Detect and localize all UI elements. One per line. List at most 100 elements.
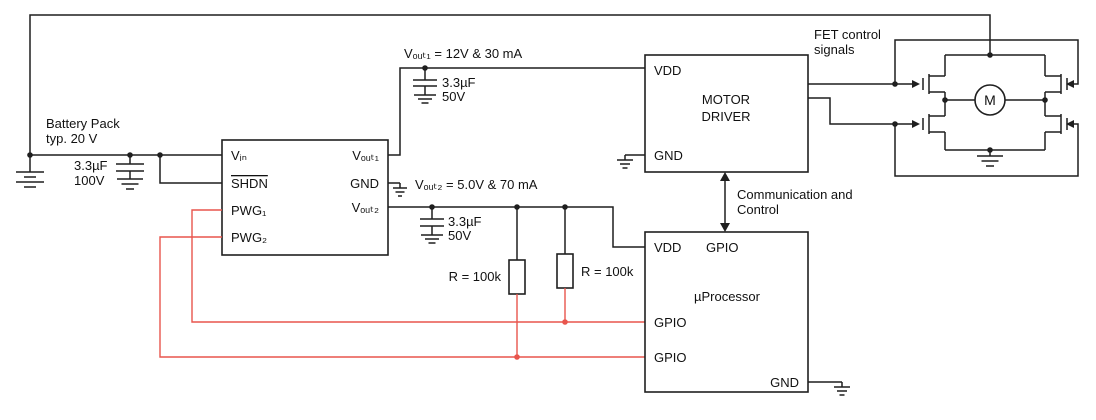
resistor2-label: R = 100k [581, 264, 634, 279]
ground-symbol [414, 94, 436, 104]
arrow-up-icon [720, 172, 730, 181]
arrow-down-icon [720, 223, 730, 232]
ground-lead [388, 182, 401, 188]
supply-rail-wire [29, 14, 991, 155]
uprocessor-name: µProcessor [694, 289, 761, 304]
junction-dot [127, 152, 133, 158]
vout1-rail-label: Vₒᵤₜ₁ = 12V & 30 mA [404, 46, 523, 61]
mosfet-lower-left-icon [922, 114, 945, 134]
ground-lead [624, 154, 645, 160]
ground-symbol [834, 386, 850, 396]
uprocessor-block [644, 231, 809, 393]
regulator-pin-vout2: Vₒᵤₜ₂ [352, 200, 379, 215]
resistor-body [556, 253, 574, 289]
vout2-capacitor [420, 207, 444, 244]
fet-control-wiring [808, 39, 1079, 177]
junction-dot [987, 52, 993, 58]
battery-symbol [16, 155, 44, 188]
junction-dot [27, 152, 33, 158]
motor-symbol [974, 84, 1006, 116]
junction-dot [429, 204, 435, 210]
gate-arrow-icon [912, 80, 920, 88]
junction-dot [514, 204, 520, 210]
comm-label-line1: Communication and [737, 187, 853, 202]
regulator-pin-vout1: Vₒᵤₜ₁ [352, 148, 379, 163]
pullup-resistor-1 [508, 207, 526, 357]
ground-symbol [977, 155, 1003, 167]
junction-dot [892, 81, 898, 87]
vout2-rail-wire [388, 206, 645, 248]
capacitor-symbol [413, 68, 437, 95]
vout1-cap-value: 3.3µF [442, 75, 476, 90]
uprocessor-pin-gnd: GND [770, 375, 799, 390]
vout1-rail-wire [388, 67, 645, 156]
gate-signal-a-route [894, 39, 1079, 85]
motor-label: M [984, 92, 996, 108]
input-capacitor [116, 155, 144, 190]
regulator-ground [388, 182, 407, 197]
mosfet-upper-right-icon [1045, 74, 1068, 94]
junction-dot [157, 152, 163, 158]
top-supply-rail [29, 14, 991, 155]
vout2-rail-label: Vₒᵤₜ₂ = 5.0V & 70 mA [415, 177, 538, 192]
battery-label-line1: Battery Pack [46, 116, 120, 131]
gate-signal-b-wire [808, 97, 912, 125]
regulator-pin-gnd: GND [350, 176, 379, 191]
gate-arrow-icon [1066, 120, 1074, 128]
h-bridge [922, 54, 1068, 167]
vout1-capacitor [413, 68, 437, 104]
communication-arrow [720, 172, 730, 232]
signal-junction-dot [514, 354, 520, 360]
gate-arrow-icon [1066, 80, 1074, 88]
uprocessor-pin-gpio2: GPIO [654, 350, 687, 365]
mosfet-lower-right-icon [1045, 114, 1068, 134]
vout2-cap-value: 3.3µF [448, 214, 482, 229]
ground-symbol [117, 178, 143, 190]
regulator-block [221, 139, 389, 256]
gate-arrow-icon [912, 120, 920, 128]
motor-driver-name-line2: DRIVER [701, 109, 750, 124]
resistor-body [508, 259, 526, 295]
resistor1-label: R = 100k [449, 269, 502, 284]
pwg2-signal-wire [159, 236, 645, 358]
shdn-tie-wire [159, 155, 222, 184]
junction-dots [27, 52, 1048, 360]
motor-driver-pin-gnd: GND [654, 148, 683, 163]
battery-plates [16, 171, 44, 188]
motor-driver-ground [617, 154, 645, 169]
fet-control-label-line1: FET control [814, 27, 881, 42]
regulator-pin-pwg2: PWG₂ [231, 230, 267, 245]
mosfet-upper-left-icon [922, 74, 945, 94]
ground-symbol [393, 187, 407, 197]
input-cap-value: 3.3µF [74, 158, 108, 173]
motor-driver-name-line1: MOTOR [702, 92, 750, 107]
input-cap-rating: 100V [74, 173, 105, 188]
regulator-pin-shdn: SHDN [231, 176, 268, 191]
vout2-cap-rating: 50V [448, 228, 471, 243]
ground-symbol [421, 234, 443, 244]
junction-dot [562, 204, 568, 210]
junction-dot [942, 97, 948, 103]
signal-junction-dot [562, 319, 568, 325]
regulator-pin-pwg1: PWG₁ [231, 203, 267, 218]
uprocessor-pin-gpio-top: GPIO [706, 240, 739, 255]
pullup-resistor-2 [556, 207, 574, 322]
junction-dot [1042, 97, 1048, 103]
ground-symbol [617, 159, 633, 169]
motor-driver-block [644, 54, 809, 173]
junction-dot [422, 65, 428, 71]
pwg1-signal-wire [191, 209, 645, 323]
battery-label-line2: typ. 20 V [46, 131, 98, 146]
comm-label-line2: Control [737, 202, 779, 217]
uprocessor-pin-gpio1: GPIO [654, 315, 687, 330]
uprocessor-ground [808, 381, 850, 396]
regulator-pin-vin: Vᵢₙ [231, 148, 247, 163]
uprocessor-pin-vdd: VDD [654, 240, 681, 255]
ground-lead [808, 381, 843, 387]
junction-dot [892, 121, 898, 127]
junction-dot [987, 147, 993, 153]
gate-signal-b-route [894, 123, 1079, 177]
capacitor-symbol [420, 207, 444, 235]
